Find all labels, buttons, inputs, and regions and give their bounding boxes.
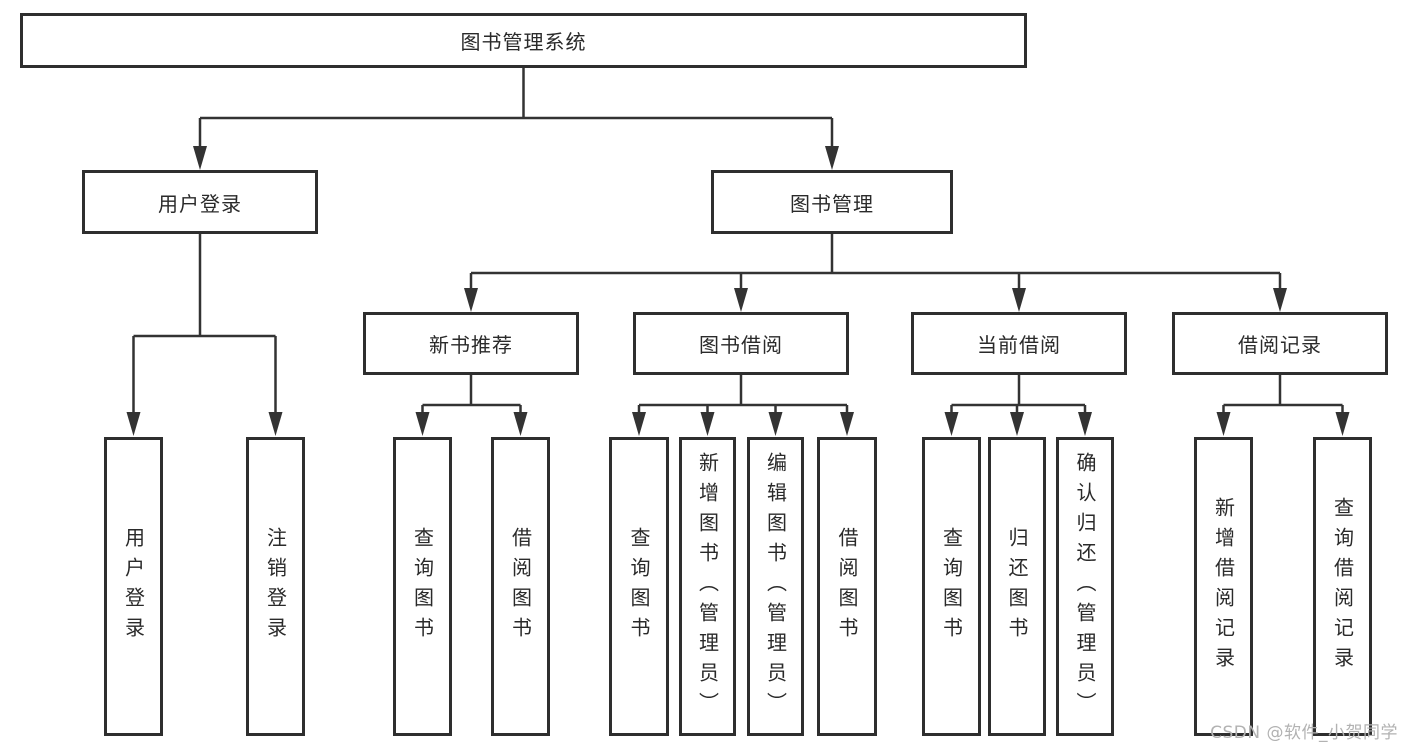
arrow-leaf-6 xyxy=(700,412,715,436)
edge-root-split xyxy=(198,68,834,158)
leaf-records-query-label: 查询借阅记录 xyxy=(1330,496,1355,677)
arrow-to-book-mgmt xyxy=(825,146,839,170)
arrow-to-borrow xyxy=(734,288,748,312)
leaf-current-confirm-admin: 确认归还（管理员） xyxy=(1056,437,1114,736)
arrow-leaf-1 xyxy=(126,412,141,436)
arrow-leaf-10 xyxy=(1010,412,1024,436)
arrow-leaf-12 xyxy=(1216,412,1231,436)
csdn-watermark: CSDN @软件_小贺同学 xyxy=(1210,723,1398,743)
node-user-login: 用户登录 xyxy=(82,170,318,234)
arrow-to-records xyxy=(1273,288,1287,312)
leaf-borrow-query-label: 查询图书 xyxy=(627,526,651,647)
leaf-borrow-add-admin-label: 新增图书（管理员） xyxy=(695,451,720,722)
arrow-leaf-3 xyxy=(415,412,430,436)
leaf-user-login-label: 用户登录 xyxy=(121,526,146,647)
arrow-leaf-5 xyxy=(632,412,646,436)
leaf-current-return-label: 归还图书 xyxy=(1005,526,1029,647)
leaf-current-query: 查询图书 xyxy=(922,437,981,736)
edge-records-split xyxy=(1222,375,1344,424)
arrow-leaf-11 xyxy=(1078,412,1092,436)
node-root: 图书管理系统 xyxy=(20,13,1027,68)
node-borrow-records-label: 借阅记录 xyxy=(1238,333,1322,357)
leaf-records-query: 查询借阅记录 xyxy=(1313,437,1372,736)
arrow-leaf-4 xyxy=(513,412,528,436)
arrow-to-user-login xyxy=(193,146,207,170)
leaf-records-add-label: 新增借阅记录 xyxy=(1211,496,1236,677)
node-root-label: 图书管理系统 xyxy=(460,30,587,54)
node-current-borrowing: 当前借阅 xyxy=(911,312,1127,375)
node-user-login-label: 用户登录 xyxy=(158,191,242,216)
leaf-borrow-edit-admin-label: 编辑图书（管理员） xyxy=(763,451,788,722)
leaf-current-query-label: 查询图书 xyxy=(939,526,964,647)
leaf-user-login: 用户登录 xyxy=(104,437,163,736)
node-book-management-label: 图书管理 xyxy=(790,191,874,216)
arrow-leaf-2 xyxy=(268,412,283,436)
leaf-records-add: 新增借阅记录 xyxy=(1194,437,1253,736)
leaf-current-confirm-admin-label: 确认归还（管理员） xyxy=(1073,451,1097,722)
arrow-leaf-8 xyxy=(840,412,854,436)
node-new-book-recommend-label: 新书推荐 xyxy=(429,333,513,357)
leaf-borrow-add-admin: 新增图书（管理员） xyxy=(679,437,736,736)
leaf-current-return: 归还图书 xyxy=(988,437,1046,736)
arrow-to-newbook xyxy=(464,288,478,312)
leaf-newbook-query: 查询图书 xyxy=(393,437,452,736)
edge-mgmt-split xyxy=(469,234,1282,300)
leaf-newbook-borrow-label: 借阅图书 xyxy=(508,526,533,647)
node-current-borrowing-label: 当前借阅 xyxy=(977,333,1061,357)
arrow-leaf-7 xyxy=(768,412,783,436)
leaf-logout-label: 注销登录 xyxy=(263,526,288,647)
leaf-borrow-query: 查询图书 xyxy=(609,437,669,736)
edge-login-split xyxy=(132,234,277,424)
arrow-leaf-9 xyxy=(944,412,959,436)
edge-borrow-split xyxy=(637,375,849,424)
node-book-borrowing-label: 图书借阅 xyxy=(699,333,783,357)
leaf-borrow-borrow: 借阅图书 xyxy=(817,437,877,736)
leaf-borrow-borrow-label: 借阅图书 xyxy=(835,526,859,647)
node-book-borrowing: 图书借阅 xyxy=(633,312,849,375)
arrow-leaf-13 xyxy=(1335,412,1350,436)
leaf-borrow-edit-admin: 编辑图书（管理员） xyxy=(747,437,804,736)
node-new-book-recommend: 新书推荐 xyxy=(363,312,579,375)
leaf-newbook-query-label: 查询图书 xyxy=(410,526,435,647)
leaf-newbook-borrow: 借阅图书 xyxy=(491,437,550,736)
node-borrow-records: 借阅记录 xyxy=(1172,312,1388,375)
leaf-logout: 注销登录 xyxy=(246,437,305,736)
edge-newbook-split xyxy=(421,375,522,424)
node-book-management: 图书管理 xyxy=(711,170,953,234)
arrow-to-current xyxy=(1012,288,1026,312)
